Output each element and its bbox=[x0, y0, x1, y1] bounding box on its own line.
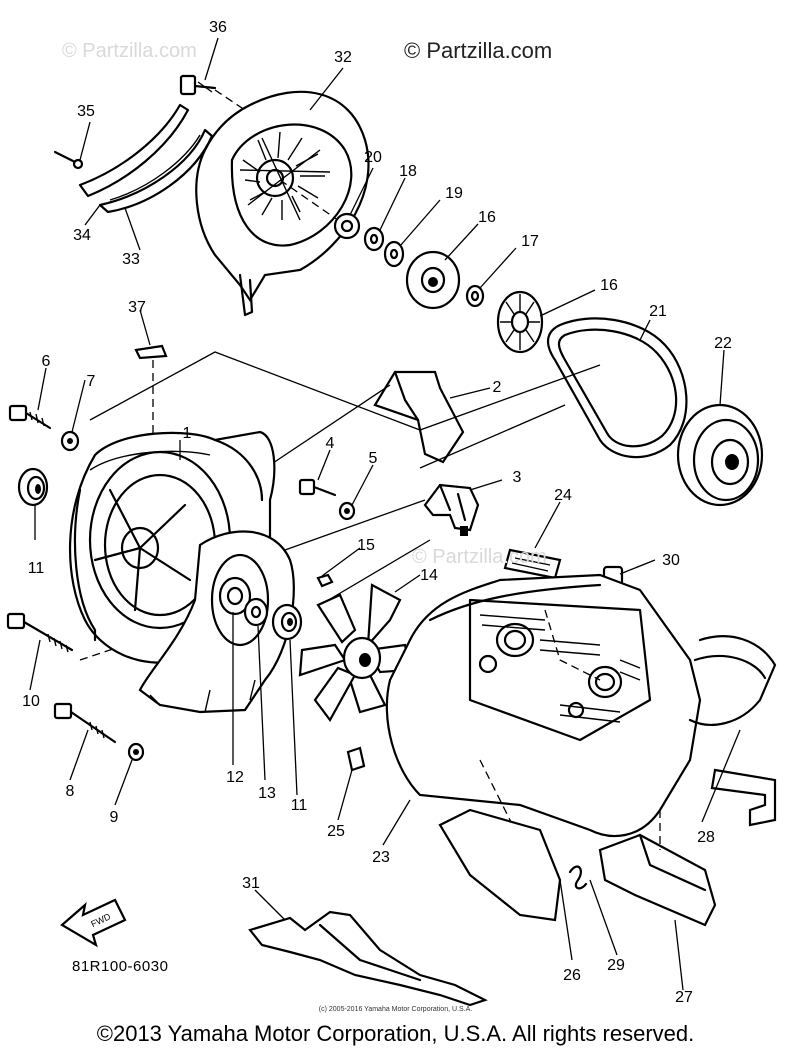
label-7: 7 bbox=[87, 373, 96, 390]
label-33: 33 bbox=[122, 251, 140, 268]
label-1: 1 bbox=[183, 425, 192, 442]
label-31: 31 bbox=[242, 875, 260, 892]
fwd-arrow: FWD bbox=[60, 898, 127, 948]
part-17-washer bbox=[465, 284, 485, 308]
label-29: 29 bbox=[607, 957, 625, 974]
label-8: 8 bbox=[66, 783, 75, 800]
label-6: 6 bbox=[42, 353, 51, 370]
part-28-bracket bbox=[710, 768, 777, 827]
part-7-washer bbox=[60, 430, 80, 452]
label-19: 19 bbox=[445, 185, 463, 202]
part-3-bracket bbox=[423, 483, 480, 536]
part-21-v-belt bbox=[547, 317, 688, 459]
label-34: 34 bbox=[73, 227, 91, 244]
part-37-clip bbox=[134, 344, 168, 360]
label-25: 25 bbox=[327, 823, 345, 840]
part-20-collar bbox=[333, 212, 361, 240]
label-11a: 11 bbox=[28, 560, 45, 577]
part-18-washer bbox=[363, 226, 385, 252]
diagram-code: 81R100-6030 bbox=[72, 958, 169, 975]
label-3: 3 bbox=[513, 469, 522, 486]
label-26: 26 bbox=[563, 967, 581, 984]
label-12: 12 bbox=[226, 769, 244, 786]
label-2: 2 bbox=[493, 379, 502, 396]
label-13: 13 bbox=[258, 785, 276, 802]
label-30: 30 bbox=[662, 552, 680, 569]
label-20: 20 bbox=[364, 149, 382, 166]
part-16-sheave-a bbox=[405, 250, 461, 310]
label-16a: 16 bbox=[478, 209, 496, 226]
part-4-bolt bbox=[298, 478, 337, 497]
part-23-shroud bbox=[385, 573, 777, 838]
part-33-strap bbox=[78, 103, 214, 214]
label-35: 35 bbox=[77, 103, 95, 120]
label-5: 5 bbox=[369, 450, 378, 467]
small-copyright: (c) 2005-2016 Yamaha Motor Corporation, … bbox=[318, 1006, 473, 1013]
part-11-seal-right bbox=[271, 603, 303, 641]
part-6-bolt bbox=[8, 404, 52, 430]
label-9: 9 bbox=[110, 809, 119, 826]
part-1-back-plate bbox=[138, 530, 295, 714]
label-21: 21 bbox=[649, 303, 667, 320]
label-11b: 11 bbox=[291, 797, 308, 814]
part-35-screw bbox=[53, 150, 84, 170]
part-2-duct bbox=[373, 370, 465, 464]
part-32-starter-cover bbox=[195, 90, 370, 317]
label-17: 17 bbox=[521, 233, 539, 250]
part-12-bearing bbox=[218, 576, 252, 616]
part-10-bolt bbox=[6, 612, 74, 653]
label-32: 32 bbox=[334, 49, 352, 66]
label-22: 22 bbox=[714, 335, 732, 352]
part-5-washer bbox=[338, 501, 356, 521]
label-4: 4 bbox=[326, 435, 335, 452]
watermark-faint-3: © Partzilla.com bbox=[412, 546, 547, 568]
part-9-washer bbox=[127, 742, 145, 762]
part-13-washer bbox=[243, 597, 269, 627]
part-15-key bbox=[316, 573, 334, 588]
part-26-plate bbox=[438, 808, 562, 922]
label-15: 15 bbox=[357, 537, 375, 554]
part-11-seal-left bbox=[17, 467, 49, 507]
label-10: 10 bbox=[22, 693, 40, 710]
label-16b: 16 bbox=[600, 277, 618, 294]
part-29-clip bbox=[568, 865, 588, 890]
label-28: 28 bbox=[697, 829, 715, 846]
part-14-fan bbox=[298, 583, 412, 723]
part-16-sheave-b bbox=[496, 290, 544, 354]
label-27: 27 bbox=[675, 989, 693, 1006]
part-8-bolt bbox=[53, 702, 117, 744]
watermark-faint-1: © Partzilla.com bbox=[62, 40, 197, 62]
leader-lines bbox=[29, 37, 741, 991]
part-19-washer bbox=[383, 240, 405, 268]
part-27-cushion bbox=[598, 833, 717, 927]
label-18: 18 bbox=[399, 163, 417, 180]
watermark-partzilla: © Partzilla.com bbox=[404, 38, 553, 63]
part-36-bolt bbox=[179, 74, 217, 96]
copyright-footer: ©2013 Yamaha Motor Corporation, U.S.A. A… bbox=[96, 1021, 695, 1046]
label-37: 37 bbox=[128, 299, 146, 316]
part-22-pulley bbox=[676, 403, 764, 507]
label-36: 36 bbox=[209, 19, 227, 36]
part-31-bracket-plate bbox=[248, 910, 488, 1007]
part-number-labels: 36 32 35 34 33 20 18 19 16 17 16 21 22 3… bbox=[22, 19, 732, 1006]
label-24: 24 bbox=[554, 487, 572, 504]
label-23: 23 bbox=[372, 849, 390, 866]
label-14: 14 bbox=[420, 567, 438, 584]
part-25-damper bbox=[346, 746, 366, 772]
